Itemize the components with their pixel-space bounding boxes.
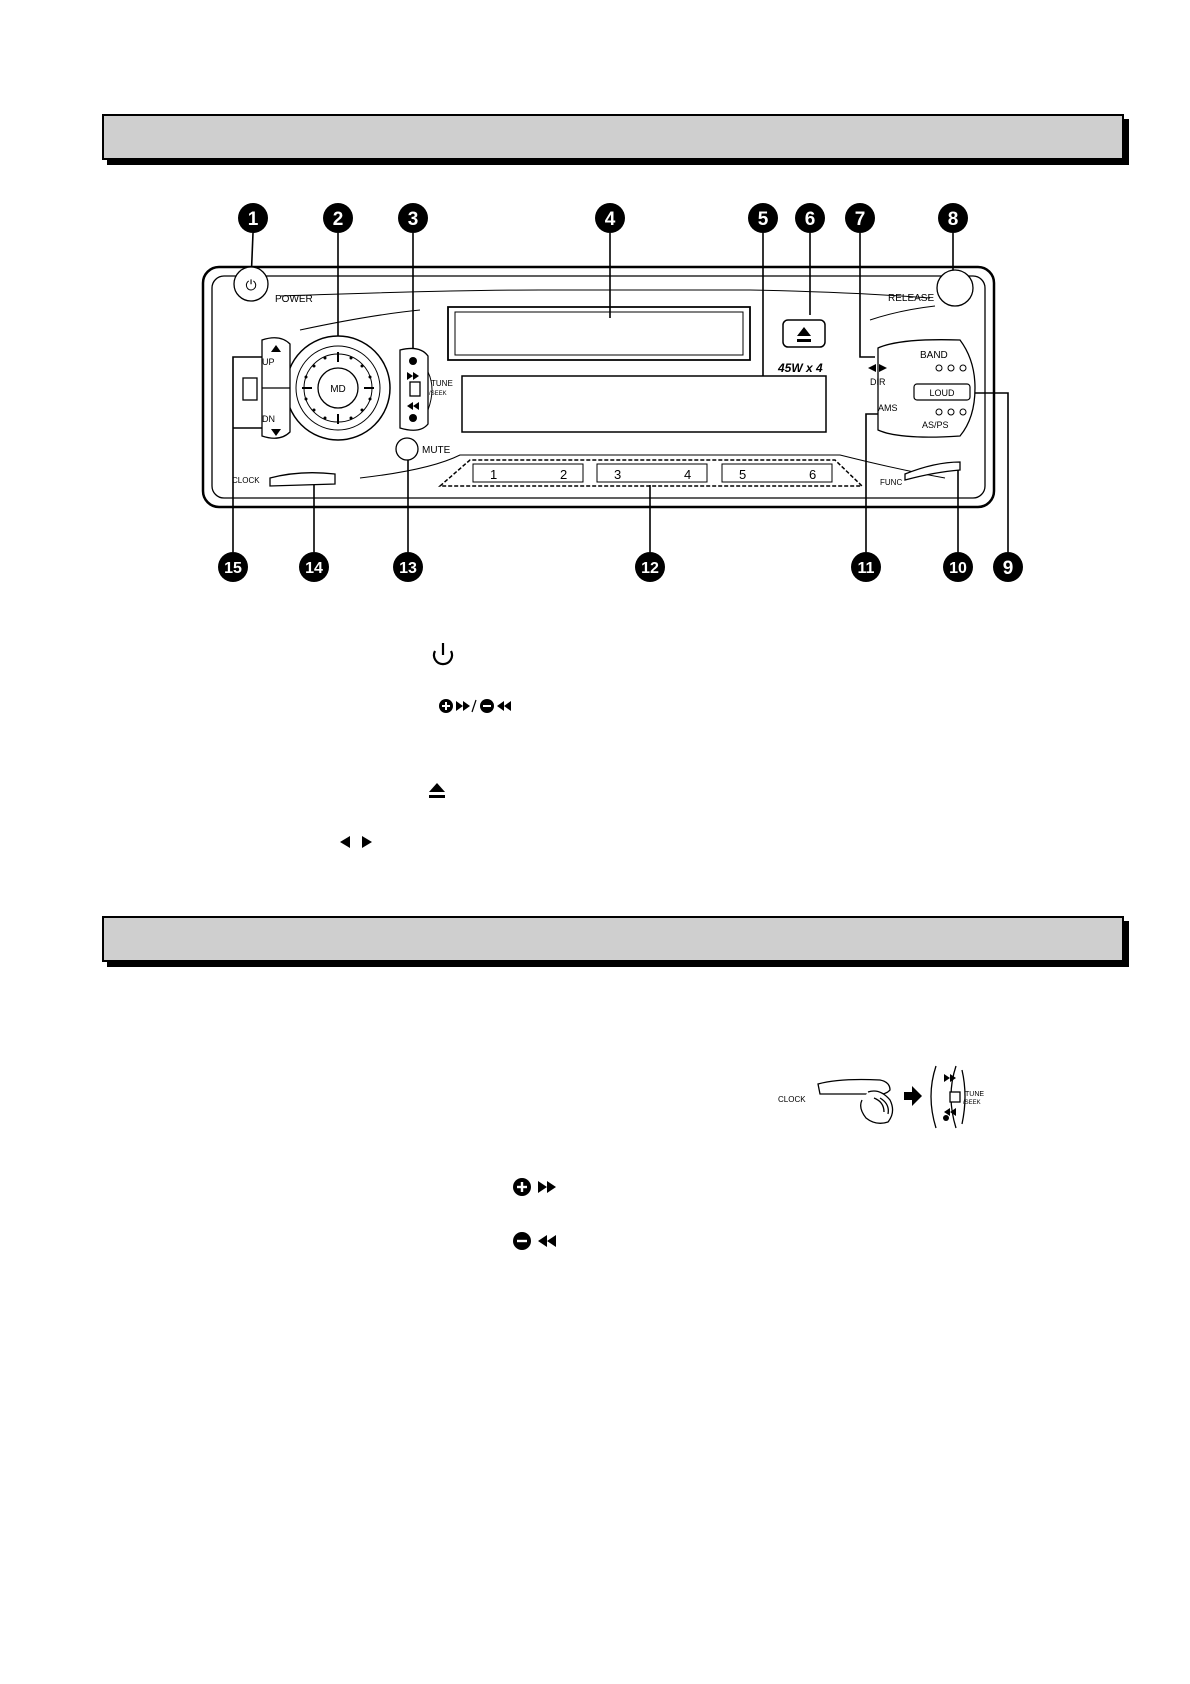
dir-label: DIR	[870, 377, 886, 387]
callout-1: 1	[238, 203, 268, 233]
callout-1-label: 1	[248, 209, 259, 230]
clock-figure-label: CLOCK	[778, 1095, 806, 1104]
cassette-door	[447, 306, 751, 361]
up-arrow-icon	[271, 345, 281, 352]
md-label: MD	[330, 384, 346, 395]
dir-left-arrow-icon	[868, 364, 876, 372]
band-label: BAND	[920, 350, 948, 361]
up-dn-rocker[interactable]	[242, 337, 291, 439]
forward-icon	[407, 372, 419, 380]
rewind-icon	[407, 402, 419, 410]
func-label: FUNC	[880, 478, 902, 487]
minus-rewind-icon	[513, 1232, 556, 1250]
svg-text:⏻: ⏻	[245, 278, 256, 294]
section-header-bar-1	[102, 114, 1124, 160]
svg-text:10: 10	[949, 560, 967, 577]
svg-text:11: 11	[858, 560, 875, 577]
svg-text:9: 9	[1003, 558, 1014, 579]
callout-10: 10	[943, 552, 973, 582]
clock-button[interactable]	[269, 472, 336, 487]
as-ps-label: AS/PS	[922, 420, 949, 430]
svg-text:2: 2	[333, 209, 344, 230]
dn-label: DN	[262, 414, 275, 424]
release-label: RELEASE	[888, 293, 934, 304]
callout-13: 13	[393, 552, 423, 582]
ams-label: AMS	[878, 403, 898, 413]
preset-4-label: 4	[684, 467, 691, 482]
svg-text:8: 8	[948, 209, 959, 230]
as-ps-button[interactable]	[935, 408, 967, 416]
svg-text:13: 13	[399, 560, 417, 577]
tune-seek-mini-icons	[943, 1074, 956, 1121]
tune-seek-rocker[interactable]	[399, 347, 429, 431]
band-button[interactable]	[935, 364, 967, 372]
clock-figure-tune: TUNE	[965, 1091, 984, 1098]
left-right-arrows-icon	[340, 836, 372, 848]
section-header-bar-2	[102, 916, 1124, 962]
func-button[interactable]	[904, 461, 961, 481]
mute-label: MUTE	[422, 445, 451, 456]
power-rating-text: 45W x 4	[777, 361, 823, 375]
callout-5: 5	[748, 203, 778, 233]
svg-text:3: 3	[408, 209, 419, 230]
up-label: UP	[262, 357, 275, 367]
power-icon	[432, 643, 454, 666]
callout-3: 3	[398, 203, 428, 233]
clock-setting-illustration	[817, 1065, 966, 1129]
minus-icon	[409, 414, 417, 422]
preset-3-label: 3	[614, 467, 621, 482]
preset-5-6-button[interactable]	[721, 463, 833, 483]
eject-icon	[429, 783, 445, 798]
callout-4: 4	[595, 203, 625, 233]
svg-text:7: 7	[855, 209, 866, 230]
callout-2: 2	[323, 203, 353, 233]
loud-label: LOUD	[929, 388, 955, 398]
callout-8: 8	[938, 203, 968, 233]
preset-6-label: 6	[809, 467, 816, 482]
clock-figure-seek: /SEEK	[963, 1100, 981, 1106]
plus-forward-icon	[513, 1178, 556, 1196]
svg-text:5: 5	[758, 209, 769, 230]
preset-1-label: 1	[490, 467, 497, 482]
callout-15: 15	[218, 552, 248, 582]
plus-icon	[409, 357, 417, 365]
mute-button[interactable]	[395, 437, 419, 461]
clock-label: CLOCK	[232, 476, 260, 485]
callout-14: 14	[299, 552, 329, 582]
svg-text:6: 6	[805, 209, 816, 230]
callout-9: 9	[993, 552, 1023, 582]
svg-text:14: 14	[305, 560, 323, 577]
tune-label: TUNE	[431, 379, 453, 388]
svg-text:12: 12	[641, 560, 659, 577]
preset-1-2-button[interactable]	[472, 463, 584, 483]
callout-6: 6	[795, 203, 825, 233]
svg-text:15: 15	[224, 560, 242, 577]
down-arrow-icon	[271, 429, 281, 436]
power-button[interactable]: ⏻	[233, 266, 269, 302]
loud-button[interactable]	[913, 383, 971, 401]
seek-label: /SEEK	[429, 391, 447, 397]
dir-right-arrow-icon	[879, 364, 887, 372]
preset-2-label: 2	[560, 467, 567, 482]
preset-3-4-button[interactable]	[596, 463, 708, 483]
arrow-right-icon	[904, 1086, 922, 1106]
release-button[interactable]	[936, 269, 974, 307]
callout-7: 7	[845, 203, 875, 233]
preset-5-label: 5	[739, 467, 746, 482]
callout-12: 12	[635, 552, 665, 582]
md-volume-knob[interactable]	[285, 335, 391, 441]
preset-buttons-bar	[437, 459, 864, 487]
eject-button[interactable]	[782, 319, 826, 348]
power-label: POWER	[275, 294, 313, 305]
svg-text:4: 4	[605, 209, 616, 230]
lcd-display	[461, 375, 827, 433]
plus-forward-minus-rewind-icon	[439, 699, 511, 713]
callout-11: 11	[851, 552, 881, 582]
